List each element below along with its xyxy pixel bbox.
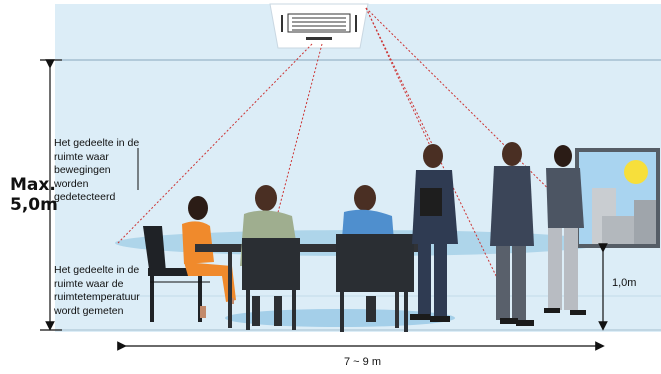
- room-width-label: 7 ~ 9 m: [344, 356, 381, 368]
- person-woman-standing: [544, 145, 586, 315]
- max-height-label: Max. 5,0m: [10, 175, 58, 215]
- person-man-standing-folder: [410, 144, 458, 322]
- chair-right: [336, 234, 414, 332]
- right-height-label: 1,0m: [612, 277, 637, 289]
- motion-area-label: Het gedeelte in de ruimte waar beweginge…: [54, 137, 140, 203]
- chair-center: [242, 238, 300, 330]
- window-with-sun-icon: [575, 148, 660, 248]
- max-height-line1: Max.: [10, 175, 56, 195]
- height-dimension-left: [40, 59, 62, 331]
- person-woman-seated: [182, 196, 236, 318]
- chair-left: [143, 226, 206, 322]
- person-man-standing-back: [490, 142, 534, 326]
- temperature-area-label: Het gedeelte in de ruimte waar de ruimte…: [54, 264, 140, 317]
- ceiling-air-conditioner-icon: [269, 3, 369, 49]
- max-height-line2: 5,0m: [10, 195, 58, 215]
